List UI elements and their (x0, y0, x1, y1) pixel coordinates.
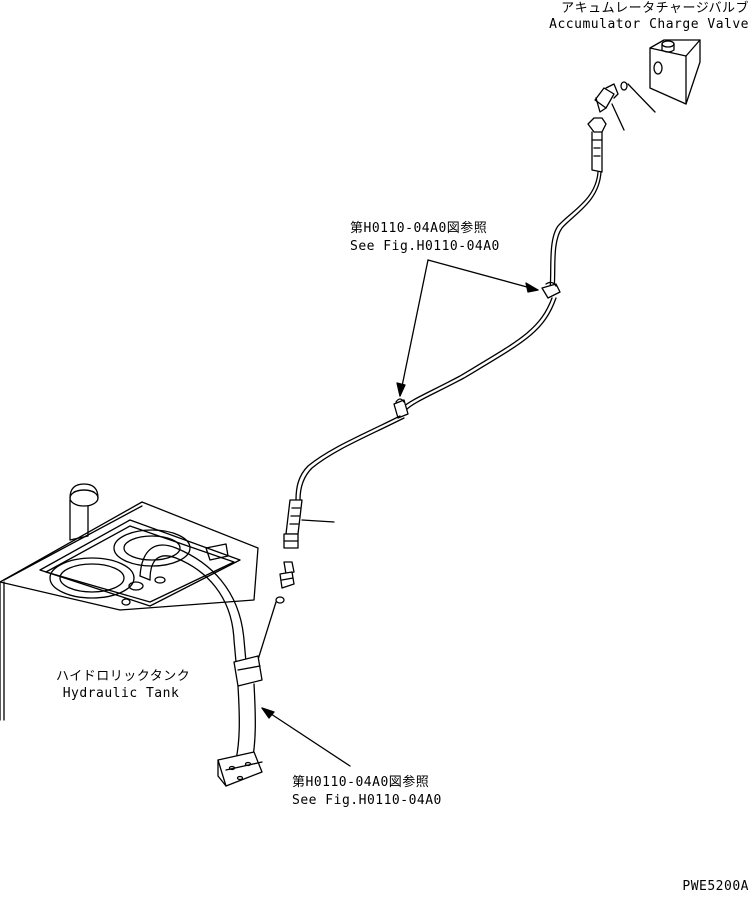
hose-lower-2 (299, 417, 405, 501)
ref-lower-label-jp: 第H0110-04A0図参照 (292, 775, 430, 790)
ref-lower-label-en: See Fig.H0110-04A0 (292, 793, 442, 808)
hose-clamp-middle (393, 398, 409, 419)
hydraulic-tank (0, 483, 259, 721)
accumulator-charge-valve (649, 39, 701, 105)
hose-upper (549, 171, 599, 291)
tank-label-jp: ハイドロリックタンク (56, 669, 191, 684)
hose-middle (401, 297, 553, 409)
hose-middle-2 (405, 297, 557, 411)
hose-lower (295, 415, 401, 501)
callout-arrows-upper (396, 259, 539, 397)
leader-hose (301, 519, 335, 523)
tank-return-pipe (139, 544, 263, 787)
hose-clamp-upper (541, 281, 561, 299)
ref-upper-label-jp: 第H0110-04A0図参照 (350, 221, 488, 236)
valve-o-ring (620, 81, 628, 91)
adapter-fitting (279, 561, 295, 589)
tank-label-en: Hydraulic Tank (62, 686, 180, 701)
leader-elbow (611, 103, 625, 131)
hose-upper-2 (553, 171, 602, 291)
callout-arrow-lower (261, 707, 351, 767)
ref-upper-label-en: See Fig.H0110-04A0 (350, 239, 500, 254)
leader-o-ring (627, 83, 656, 113)
lower-hose-fitting (283, 499, 303, 549)
leader-adapter-to-tank (255, 601, 277, 667)
accumulator-label-jp: アキュムレータチャージバルブ (561, 1, 749, 16)
adapter-o-ring (275, 596, 285, 604)
upper-hose-fitting (587, 117, 607, 173)
elbow-fitting (594, 83, 619, 113)
drawing-number: PWE5200A (682, 879, 749, 894)
accumulator-label-en: Accumulator Charge Valve (549, 17, 749, 32)
